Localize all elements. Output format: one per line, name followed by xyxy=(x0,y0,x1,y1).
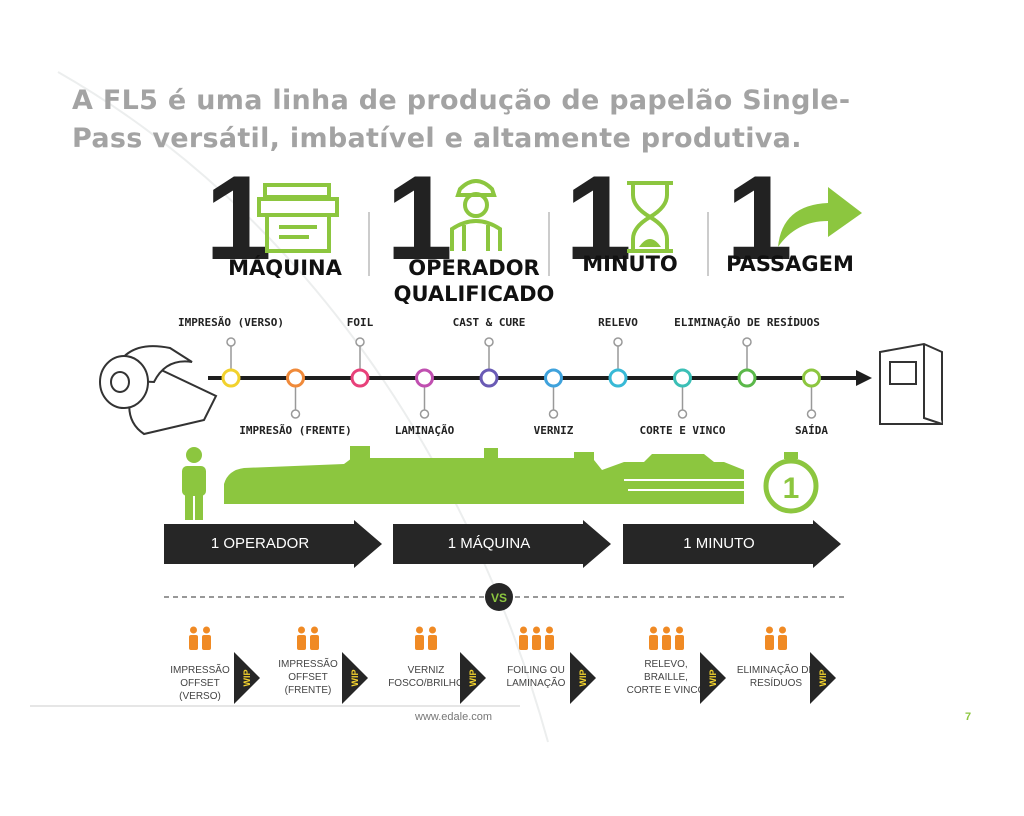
stopwatch-number: 1 xyxy=(783,472,800,505)
arrow-machine-label: 1 MÁQUINA xyxy=(447,535,531,552)
timeline-connector-dot xyxy=(548,409,559,419)
timeline-arrowhead xyxy=(856,370,872,386)
timeline-node xyxy=(350,368,370,388)
timeline-stop-label: IMPRESÃO (VERSO) xyxy=(178,316,284,329)
people-icon xyxy=(297,626,319,650)
people-icon xyxy=(415,626,437,650)
curved-arrow-icon xyxy=(778,187,862,247)
wip-arrow-icon: WIP xyxy=(570,652,596,704)
traditional-step-label: IMPRESSÃO OFFSET (FRENTE) xyxy=(278,659,338,696)
paper-roll-icon xyxy=(99,345,218,436)
header-number: 1 xyxy=(386,151,453,285)
header-label: PASSAGEM xyxy=(726,252,854,276)
timeline-connector-dot xyxy=(419,409,430,419)
wip-arrow-icon: WIP xyxy=(234,652,260,704)
footer-url: www.edale.com xyxy=(415,711,493,723)
timeline-connector-dot xyxy=(613,337,623,347)
timeline-connector-dot xyxy=(806,409,817,419)
wip-arrow-icon: WIP xyxy=(342,652,368,704)
timeline-node xyxy=(673,368,692,388)
timeline-connector-dot xyxy=(355,337,365,347)
arrow-minute-label: 1 MINUTO xyxy=(683,535,755,552)
header-item-machine: 1 MÁQUINA xyxy=(205,151,365,293)
timeline-node xyxy=(608,368,628,388)
wip-label: WIP xyxy=(242,670,252,687)
timeline-node xyxy=(221,368,241,388)
traditional-step-label: ELIMINAÇÃO DE RESÍDUOS xyxy=(736,665,816,689)
wip-label: WIP xyxy=(708,670,718,687)
output-stack-icon xyxy=(879,342,943,425)
wip-arrow-icon: WIP xyxy=(810,652,836,704)
header-item-operator: 1 OPERADOR QUALIFICADO xyxy=(384,151,564,313)
timeline-stop-label: ELIMINAÇÃO DE RESÍDUOS xyxy=(674,316,820,329)
hourglass-icon xyxy=(627,181,673,253)
timeline-stop-label: CAST & CURE xyxy=(452,316,526,329)
timeline-stop-label: SAÍDA xyxy=(794,424,829,437)
header-number: 1 xyxy=(205,151,272,285)
wip-label: WIP xyxy=(578,670,588,687)
header-divider xyxy=(707,212,709,276)
people-icon xyxy=(648,626,684,650)
timeline-stop-label: CORTE E VINCO xyxy=(639,424,726,437)
header-label: OPERADOR QUALIFICADO xyxy=(393,256,555,306)
timeline-stop-label: FOIL xyxy=(346,316,374,329)
header-item-minute: 1 MINUTO xyxy=(565,151,695,293)
header-number: 1 xyxy=(565,151,632,285)
people-icon xyxy=(518,626,554,650)
timeline-connector-dot xyxy=(484,337,494,347)
timeline-node xyxy=(286,368,305,388)
traditional-step-label: VERNIZ FOSCO/BRILHO xyxy=(388,665,464,689)
stopwatch-icon: 1 xyxy=(763,452,819,514)
header-label: MINUTO xyxy=(582,252,678,276)
traditional-step-label: FOILING OU LAMINAÇÃO xyxy=(506,665,566,689)
timeline-connector-dot xyxy=(226,337,236,347)
wip-arrow-icon: WIP xyxy=(460,652,486,704)
vs-label: VS xyxy=(491,591,507,605)
machine-icon xyxy=(257,183,339,253)
timeline-node xyxy=(802,368,821,388)
header-number: 1 xyxy=(726,151,793,285)
timeline-stop-label: VERNIZ xyxy=(533,424,574,437)
arrow-operator-label: 1 OPERADOR QUALIFICADO xyxy=(209,535,311,592)
header-label: MÁQUINA xyxy=(228,256,342,280)
traditional-step-label: IMPRESSÃO OFFSET (VERSO) xyxy=(170,665,230,702)
header-divider xyxy=(548,212,550,276)
wip-arrow-icon: WIP xyxy=(700,652,726,704)
arrow-minute xyxy=(623,520,841,568)
arrow-operator xyxy=(164,520,382,568)
timeline xyxy=(208,337,872,419)
people-icon xyxy=(765,626,787,650)
wip-label: WIP xyxy=(818,670,828,687)
arrow-machine xyxy=(393,520,611,568)
timeline-node xyxy=(544,368,563,388)
header-item-pass: 1 PASSAGEM xyxy=(726,151,876,293)
timeline-connector-dot xyxy=(677,409,688,419)
timeline-connector-dot xyxy=(290,409,301,419)
page-number: 7 xyxy=(965,711,972,723)
timeline-stop-label: RELEVO xyxy=(598,316,638,329)
operator-figure-icon xyxy=(182,447,206,520)
timeline-node xyxy=(479,368,499,388)
header-divider xyxy=(368,212,370,276)
traditional-step-label: RELEVO, BRAILLE, CORTE E VINCO xyxy=(626,659,706,696)
timeline-connector-dot xyxy=(742,337,752,347)
timeline-stop-label: IMPRESÃO (FRENTE) xyxy=(239,424,352,437)
wip-label: WIP xyxy=(468,670,478,687)
production-line-silhouette xyxy=(224,446,748,504)
vs-divider: VS xyxy=(164,583,846,611)
timeline-stop-label: LAMINAÇÃO xyxy=(394,424,455,437)
timeline-node xyxy=(415,368,434,388)
people-icon xyxy=(189,626,211,650)
wip-label: WIP xyxy=(350,670,360,687)
timeline-node xyxy=(737,368,757,388)
operator-icon xyxy=(450,179,502,251)
slide-title: A FL5 é uma linha de produção de papelão… xyxy=(72,85,851,154)
